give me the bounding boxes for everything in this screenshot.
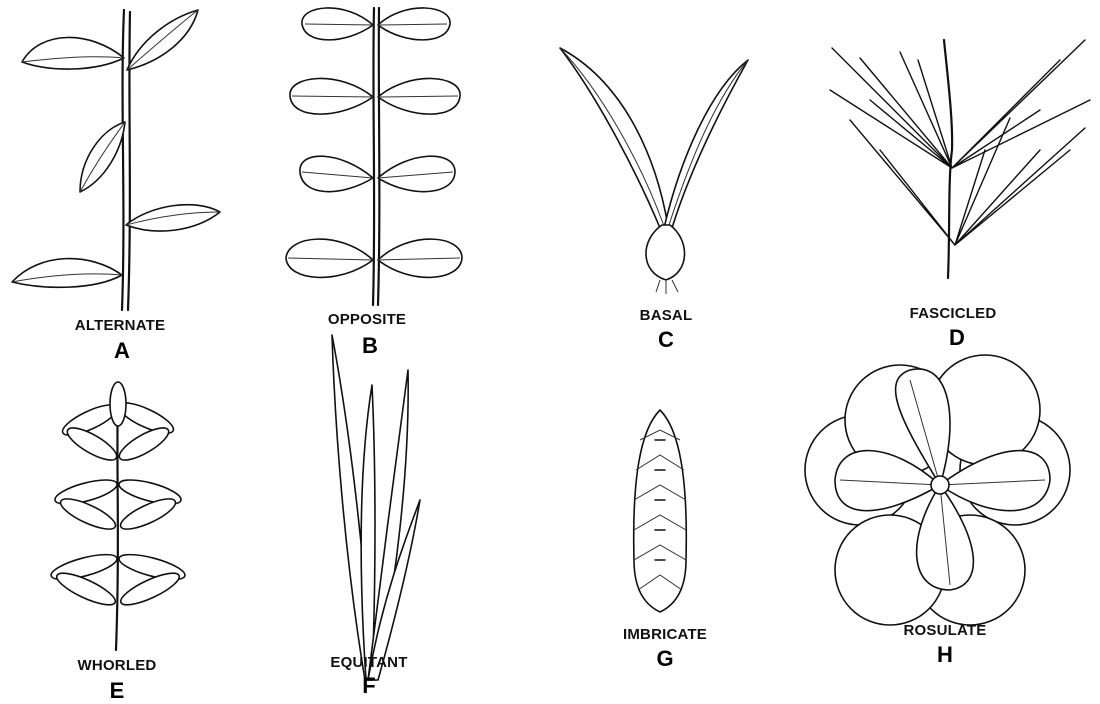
panel-letter-a: A — [114, 338, 130, 364]
panel-letter-h: H — [937, 642, 953, 668]
panel-name-alternate: ALTERNATE — [75, 317, 165, 334]
opposite-leaf-drawing — [286, 8, 462, 305]
panel-letter-b: B — [362, 333, 378, 359]
rosulate-leaf-drawing — [805, 355, 1070, 625]
basal-leaf-drawing — [560, 48, 748, 294]
imbricate-leaf-drawing — [634, 410, 687, 612]
panel-name-rosulate: ROSULATE — [904, 622, 987, 639]
panel-letter-g: G — [656, 646, 673, 672]
alternate-leaf-drawing — [12, 10, 220, 310]
panel-name-basal: BASAL — [640, 307, 693, 324]
panel-letter-c: C — [658, 327, 674, 353]
whorled-leaf-drawing — [49, 382, 187, 650]
panel-name-whorled: WHORLED — [78, 657, 157, 674]
panel-letter-d: D — [949, 325, 965, 351]
panel-name-fascicled: FASCICLED — [910, 305, 997, 322]
panel-name-opposite: OPPOSITE — [328, 311, 406, 328]
panel-letter-e: E — [110, 678, 125, 704]
equitant-leaf-drawing — [332, 335, 420, 680]
panel-letter-f: F — [362, 673, 375, 699]
panel-name-imbricate: IMBRICATE — [623, 626, 707, 643]
fascicled-leaf-drawing — [830, 40, 1090, 278]
panel-name-equitant: EQUITANT — [330, 654, 407, 671]
